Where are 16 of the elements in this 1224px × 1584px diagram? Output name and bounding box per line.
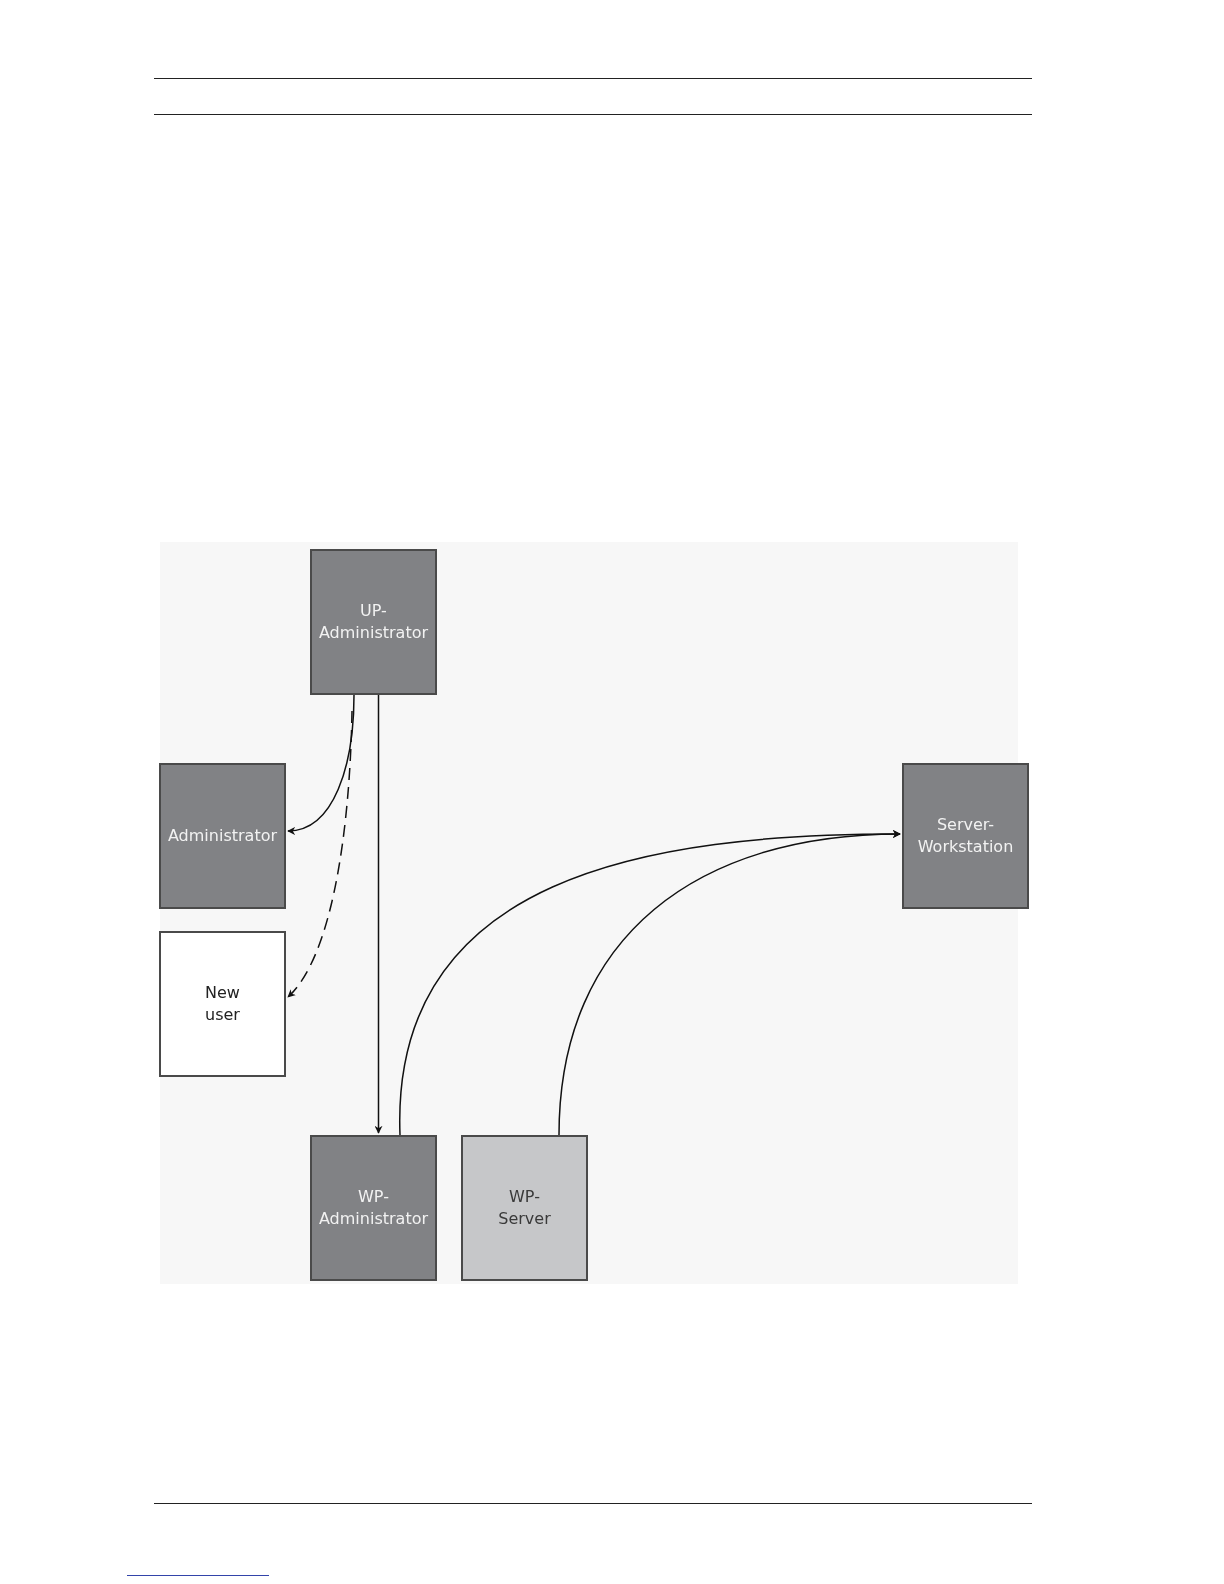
box-label: Server-Workstation <box>916 814 1015 858</box>
arrow <box>558 830 901 1136</box>
arrow <box>287 710 353 998</box>
role-box <box>461 1135 588 1281</box>
arrow <box>287 694 355 835</box>
role-box <box>159 763 286 909</box>
box-label: WP-Server <box>497 1186 552 1230</box>
role-box <box>902 763 1029 909</box>
arrow <box>374 694 383 1134</box>
box-label: Administrator <box>167 825 278 847</box>
role-box <box>159 931 286 1077</box>
box-label: UP-Administrator <box>318 600 429 644</box>
box-label: New user <box>204 982 241 1026</box>
role-box <box>310 1135 437 1281</box>
role-box <box>310 549 437 695</box>
box-label: WP-Administrator <box>318 1186 429 1230</box>
